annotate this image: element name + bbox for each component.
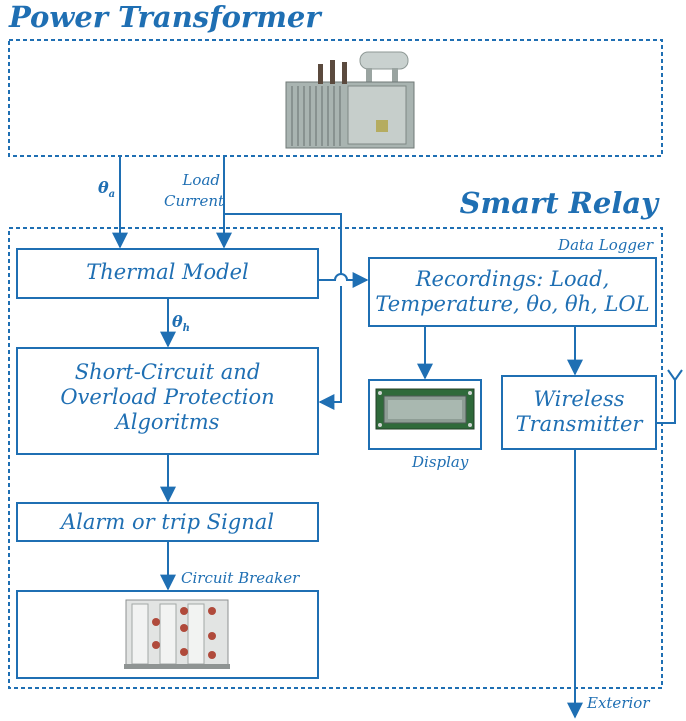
- protection-line-3: Algoritms: [115, 410, 220, 434]
- current-label: Current: [164, 192, 225, 210]
- alarm-box: [16, 502, 319, 542]
- display-label: Display: [412, 453, 469, 471]
- transformer-icon: [285, 51, 415, 149]
- lcd-display-icon: [375, 388, 475, 430]
- thermal-model-label: Thermal Model: [86, 260, 249, 284]
- recordings-line-1: Recordings: Load,: [415, 267, 610, 291]
- theta-h-label: θh: [172, 312, 190, 334]
- theta-a-subscript: a: [108, 189, 116, 201]
- power-transformer-frame: [8, 39, 663, 157]
- protection-line-2: Overload Protection: [60, 385, 275, 409]
- smart-relay-title: Smart Relay: [459, 186, 658, 220]
- load-current-branch-line: [224, 213, 342, 402]
- theta-a-label: θa: [98, 178, 115, 200]
- thermal-model-box: [16, 248, 319, 299]
- wireless-label: Wireless Transmitter: [502, 387, 656, 437]
- recordings-label: Recordings: Load, Temperature, θo, θh, L…: [369, 267, 656, 317]
- load-label: Load: [182, 171, 220, 189]
- theta-h-subscript: h: [182, 323, 190, 335]
- recordings-line-2: Temperature, θo, θh, LOL: [375, 292, 650, 316]
- protection-line-1: Short-Circuit and: [74, 360, 261, 384]
- power-transformer-title: Power Transformer: [9, 0, 321, 34]
- circuit-breaker-label: Circuit Breaker: [181, 569, 300, 587]
- circuit-breaker-icon: [124, 599, 230, 669]
- wireless-box: [501, 375, 657, 450]
- data-logger-label: Data Logger: [558, 236, 653, 254]
- antenna-icon: [656, 369, 683, 424]
- thermal-to-recordings-arrow: [318, 272, 369, 288]
- wireless-line-2: Transmitter: [515, 412, 643, 436]
- wireless-line-1: Wireless: [533, 387, 625, 411]
- theta-a-symbol: θ: [98, 178, 109, 197]
- theta-h-symbol: θ: [172, 312, 183, 331]
- recordings-box: [368, 257, 657, 327]
- protection-label: Short-Circuit and Overload Protection Al…: [17, 360, 318, 435]
- exterior-label: Exterior: [587, 694, 650, 712]
- alarm-label: Alarm or trip Signal: [60, 510, 274, 534]
- smart-relay-frame: [8, 227, 663, 689]
